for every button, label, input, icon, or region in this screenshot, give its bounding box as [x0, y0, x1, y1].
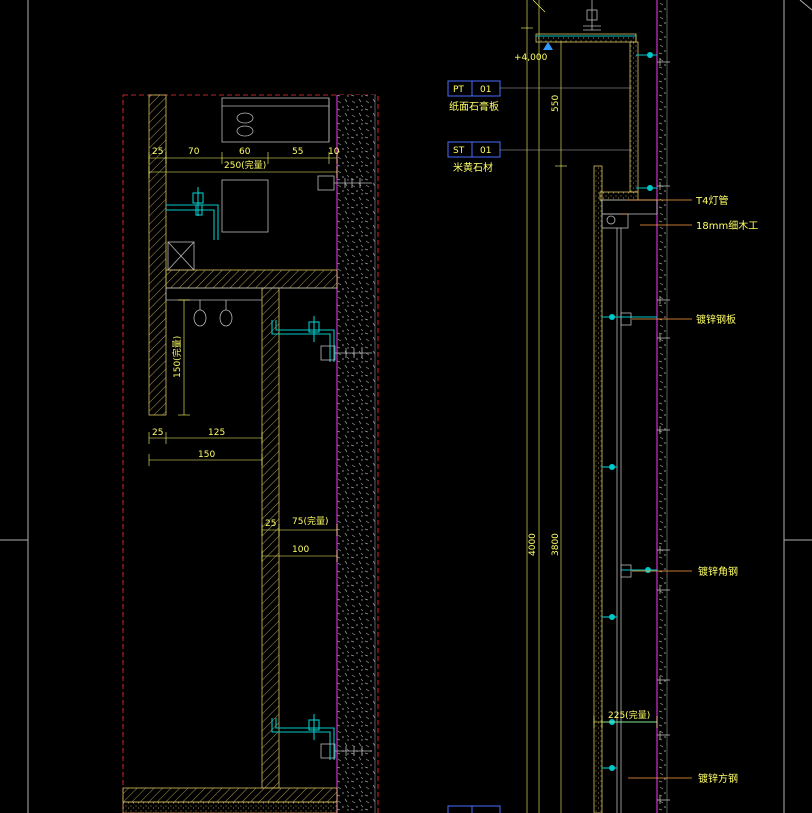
stone-cladding-right — [593, 165, 603, 813]
fixing-5 — [620, 546, 670, 594]
floor-screed — [122, 801, 338, 813]
ceiling-hanger — [583, 0, 601, 31]
tag-st01: ST 01 米黄石材 — [447, 141, 632, 174]
fixing-6 — [602, 614, 670, 684]
bulkhead-gypsum — [629, 41, 639, 193]
anchor-bolt-2 — [320, 345, 372, 361]
tag-st01-desc: 米黄石材 — [453, 161, 493, 174]
dim-4000: 4000 — [528, 533, 538, 556]
dim-75: 75(完量) — [292, 515, 328, 527]
fixing-4 — [602, 426, 670, 470]
right-dim-verticals — [521, 0, 567, 813]
dim-25-lower: 25 — [265, 519, 276, 529]
dim-225: 225(完量) — [608, 709, 650, 721]
lamp-housing-top — [221, 97, 330, 233]
tag-st01-num: 01 — [480, 146, 491, 156]
dim-550: 550 — [551, 95, 561, 112]
callout-leaders — [622, 199, 692, 779]
callout-t4-lamp: T4灯管 — [695, 194, 728, 207]
dim-250: 250(完量) — [224, 159, 266, 171]
fixing-2 — [636, 182, 670, 191]
concrete-wall-right — [657, 0, 667, 813]
dim-150: 150 — [198, 450, 215, 460]
concrete-wall-left — [337, 95, 375, 813]
dim-150-vertical: 150(完量) — [171, 336, 183, 378]
dim-55: 55 — [292, 147, 303, 157]
callout-carpentry-board: 18mm细木工 — [696, 219, 758, 232]
wall-fixings — [602, 52, 670, 804]
tag-pt01-num: 01 — [480, 85, 491, 95]
floor-finish — [122, 787, 338, 803]
dim-100: 100 — [292, 545, 309, 555]
callout-galvanized-tube: 镀锌方钢 — [698, 772, 738, 785]
lamp-niche — [601, 199, 658, 229]
dim-25-mid: 25 — [152, 428, 163, 438]
anchor-bolt-3 — [320, 743, 372, 759]
tag-st01-code: ST — [453, 146, 465, 156]
left-dim-vertical-150 — [178, 299, 190, 416]
fixing-8 — [602, 765, 670, 804]
tag-bottom-partial — [447, 805, 501, 813]
steel-bracket-middle — [271, 316, 335, 362]
steel-bracket-upper — [166, 187, 219, 240]
soffit-stone-panel — [165, 269, 338, 289]
timber-block — [167, 241, 195, 271]
dim-70: 70 — [188, 147, 200, 157]
detail-left-cut-boundary — [122, 94, 379, 813]
level-4000: +4,000 — [514, 53, 548, 63]
right-dim-225 — [593, 716, 658, 728]
dim-60: 60 — [239, 147, 251, 157]
dim-3800: 3800 — [551, 533, 561, 556]
stone-panel-upper — [148, 94, 167, 416]
tag-pt01-desc: 纸面石膏板 — [449, 100, 499, 113]
dim-10: 10 — [328, 147, 340, 157]
left-dim-chain-lower — [261, 524, 338, 562]
level-marker — [543, 42, 553, 50]
ceiling-soffit — [535, 33, 637, 43]
fixing-3 — [602, 296, 670, 342]
callout-galvanized-plate: 镀锌钢板 — [696, 313, 736, 326]
anchor-bolt-1 — [317, 175, 372, 191]
fixing-1 — [636, 52, 670, 66]
detail-right: 4000 3800 550 +4,000 — [447, 0, 758, 813]
tag-pt01: PT 01 纸面石膏板 — [447, 80, 632, 113]
steel-bracket-lower — [271, 714, 335, 760]
left-dim-chain-mid — [148, 432, 263, 466]
stone-panel-lower — [261, 287, 280, 789]
soffit-frame — [165, 287, 337, 327]
bulkhead-bottom — [599, 191, 639, 201]
dim-125: 125 — [208, 428, 225, 438]
callout-galvanized-angle: 镀锌角钢 — [698, 565, 738, 578]
detail-left: 25 70 60 55 10 250(完量) — [122, 94, 379, 813]
tag-pt01-code: PT — [453, 85, 464, 95]
left-dim-chain-top — [148, 152, 338, 178]
dim-25-top: 25 — [152, 147, 163, 157]
